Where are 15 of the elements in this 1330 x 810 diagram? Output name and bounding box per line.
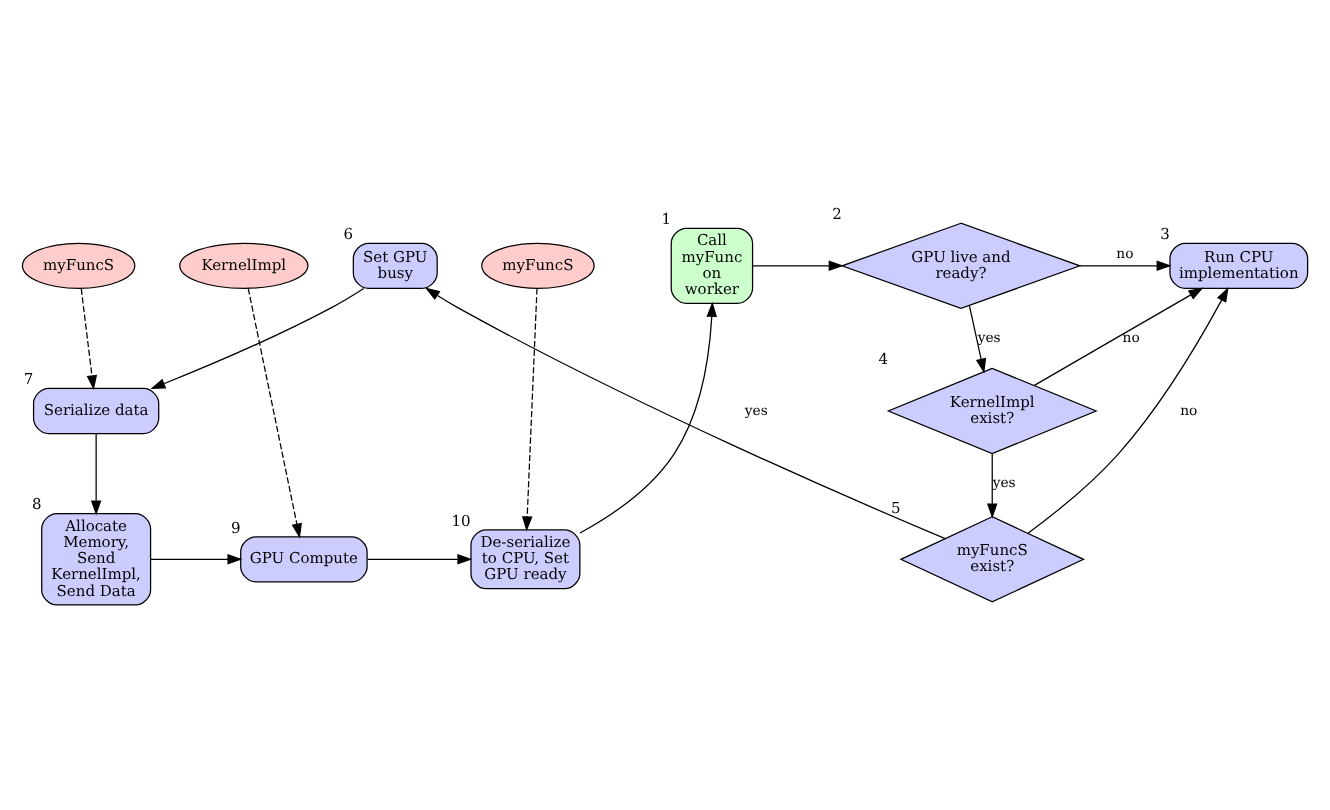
arrow bbox=[150, 286, 365, 389]
arrow bbox=[366, 553, 473, 564]
arrow bbox=[579, 300, 717, 533]
arrow bbox=[752, 259, 844, 271]
arrow bbox=[150, 553, 243, 564]
arrow bbox=[90, 432, 102, 515]
arrow bbox=[1079, 259, 1172, 271]
arrow bbox=[986, 452, 998, 518]
arrow bbox=[1027, 286, 1229, 533]
arrow bbox=[247, 286, 302, 538]
arrow bbox=[521, 286, 538, 531]
arrow bbox=[968, 304, 987, 373]
arrow bbox=[1033, 286, 1204, 385]
arrow bbox=[424, 286, 946, 539]
arrow bbox=[80, 287, 98, 390]
